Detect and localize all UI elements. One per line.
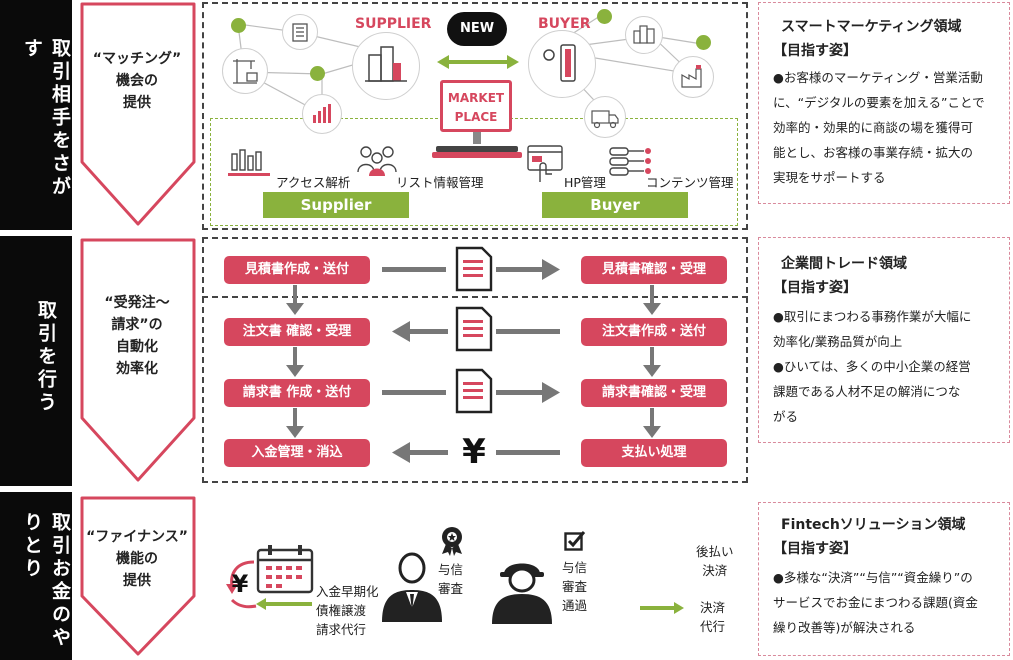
network-dot	[310, 66, 325, 81]
row1-chevron	[80, 2, 196, 226]
box-title: Fintechソリューション領域	[781, 517, 966, 533]
access-analysis-icon	[228, 149, 270, 176]
buyer-label: BUYER	[538, 16, 591, 32]
bar-chart-node	[302, 94, 342, 134]
factory-icon	[681, 65, 702, 88]
box-subtitle: 【目指す姿】	[773, 43, 857, 59]
quote-confirm-receive: 見積書確認・受理	[581, 256, 727, 284]
office-building-icon	[292, 23, 308, 42]
row3-chevron	[80, 496, 196, 656]
order-create-send: 注文書作成・送付	[581, 318, 727, 346]
deferred-payment-label: 後払い決済	[696, 544, 734, 578]
document-icon	[455, 368, 493, 414]
buildings-icon	[633, 25, 655, 44]
crane-node	[222, 48, 268, 94]
row2-band: 取引を行う	[0, 236, 72, 486]
people-icon	[357, 146, 397, 176]
businessman-icon	[382, 552, 442, 622]
bar-chart-icon	[313, 104, 331, 123]
supplier-label: SUPPLIER	[355, 16, 432, 32]
green-right-arrow	[640, 602, 684, 614]
monitor-stand	[432, 132, 522, 158]
hp-management-icon	[527, 145, 563, 182]
order-confirm-receive: 注文書 確認・受理	[224, 318, 370, 346]
buyer-button[interactable]: Buyer	[542, 192, 688, 218]
crane-icon	[233, 59, 258, 84]
box-text: ●多様な“決済”“与信”“資金繰り”のサービスでお金にまつわる課題(資金繰り改善…	[773, 570, 978, 635]
access-analysis-label: アクセス解析	[276, 175, 351, 190]
calendar-icon	[256, 545, 314, 594]
trade-arrows	[286, 259, 661, 463]
office-building-node	[282, 14, 318, 50]
box-subtitle: 【目指す姿】	[773, 541, 857, 557]
settlement-agency-label: 決済代行	[700, 600, 726, 634]
supplier-node	[352, 32, 420, 100]
box-title: 企業間トレード領域	[781, 256, 907, 272]
exchange-arrow	[437, 55, 519, 69]
finance-services: 入金早期化債権譲渡請求代行	[316, 584, 379, 637]
row3-band: 取引お金のやりとり	[0, 492, 72, 660]
invoice-confirm-receive: 請求書確認・受理	[581, 379, 727, 407]
fintech-box: Fintechソリューション領域 【目指す姿】 ●多様な“決済”“与信”“資金繰…	[758, 502, 1010, 656]
row1-band: 取引相手をさがす	[0, 0, 72, 230]
row2-side-label: 取引を行う	[35, 300, 57, 415]
document-icon	[455, 306, 493, 352]
supplier-button[interactable]: Supplier	[263, 192, 409, 218]
trade-frame	[202, 237, 748, 483]
row1-side-label: 取引相手をさがす	[21, 38, 71, 199]
new-badge: NEW	[447, 12, 507, 46]
box-text: ●お客様のマーケティング・営業活動に、“デジタルの要素を加える”ことで効率的・効…	[773, 70, 985, 185]
trade-divider	[202, 296, 748, 298]
box-subtitle: 【目指す姿】	[773, 280, 857, 296]
award-badge-icon	[442, 527, 462, 556]
supplier-building-icon	[365, 46, 407, 82]
truck-node	[584, 96, 626, 138]
checkbox-icon	[564, 531, 586, 551]
row3-side-label: 取引お金のやりとり	[21, 512, 71, 650]
credit-review-label: 与信審査	[438, 562, 464, 596]
database-icon	[609, 147, 651, 176]
payment-processing: 支払い処理	[581, 439, 727, 467]
marketplace-frame	[202, 2, 748, 230]
cycle-arrow-icon	[226, 560, 257, 609]
network-dot	[231, 18, 246, 33]
buyer-device-icon	[543, 44, 576, 82]
factory-node	[672, 56, 714, 98]
smart-marketing-box: スマートマーケティング領域 【目指す姿】 ●お客様のマーケティング・営業活動に、…	[758, 2, 1010, 204]
invoice-create-send: 請求書 作成・送付	[224, 379, 370, 407]
finance-yen-icon: ¥	[231, 570, 249, 598]
payment-reconcile: 入金管理・消込	[224, 439, 370, 467]
content-management-label: コンテンツ管理	[646, 175, 734, 190]
truck-icon	[591, 110, 619, 129]
document-icon	[455, 246, 493, 292]
network-dot	[597, 9, 612, 24]
row2-chevron	[80, 238, 196, 482]
yen-icon: ¥	[462, 432, 486, 472]
row1-chevron-text: “マッチング”機会の提供	[92, 51, 182, 111]
green-left-arrow	[256, 598, 312, 610]
b2b-trade-box: 企業間トレード領域 【目指す姿】 ●取引にまつわる事務作業が大幅に効率化/業務品…	[758, 237, 1010, 443]
row2-chevron-text: “受発注～請求”の自動化効率化	[104, 295, 170, 377]
worker-icon	[492, 563, 552, 624]
buyer-node	[528, 30, 596, 98]
network-dot	[696, 35, 711, 50]
credit-pass-label: 与信審査通過	[562, 560, 588, 613]
row3-chevron-text: “ファイナンス”機能の提供	[86, 529, 188, 589]
hp-management-label: HP管理	[564, 175, 606, 190]
box-text: ●取引にまつわる事務作業が大幅に効率化/業務品質が向上●ひいては、多くの中小企業…	[773, 309, 972, 424]
list-management-label: リスト情報管理	[396, 175, 484, 190]
box-title: スマートマーケティング領域	[781, 19, 962, 35]
quote-create-send: 見積書作成・送付	[224, 256, 370, 284]
buildings-node	[625, 16, 663, 54]
marketplace-monitor: MARKET PLACE	[440, 80, 512, 132]
